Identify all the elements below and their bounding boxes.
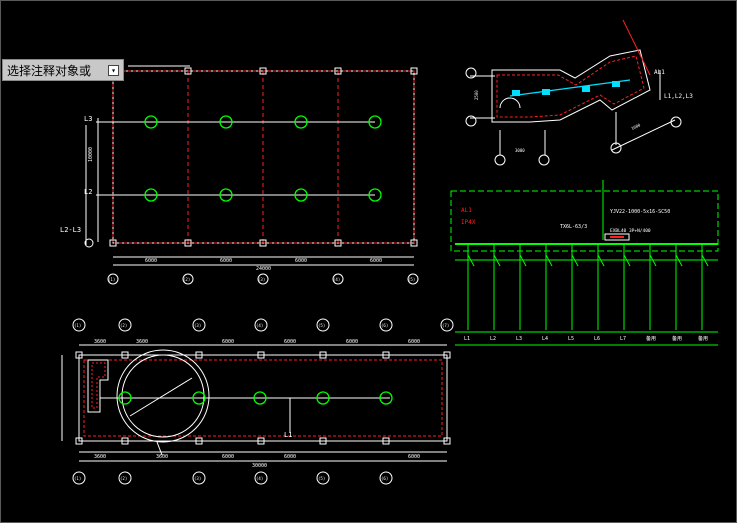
top-dim-3: 6000 (295, 258, 307, 264)
top-floor-plan (85, 65, 418, 266)
bottom-dim-top-5: 6000 (346, 339, 358, 345)
circuit-label: L1 (464, 336, 470, 342)
bottom-dim-top-2: 3600 (136, 339, 148, 345)
command-prompt-text: 选择注释对象或 (7, 63, 92, 78)
panel-cable: YJV22-1000-5x16-SC50 (610, 209, 670, 215)
column-marker (257, 351, 265, 359)
bottom-dim-bottom-4: 6000 (284, 454, 296, 460)
bottom-axis-bottom-5: (5) (318, 476, 325, 481)
top-side-dim: 10000 (88, 147, 94, 162)
column-marker (382, 351, 390, 359)
branch-breaker-symbol (623, 254, 631, 267)
bottom-dim-bottom-3: 6000 (222, 454, 234, 460)
column-marker (75, 351, 83, 359)
branch-breaker-symbol (519, 254, 527, 267)
bottom-axis-bottom-3: (3) (194, 476, 201, 481)
top-axis-5: (5) (408, 277, 415, 282)
circuit-label: L3 (516, 336, 522, 342)
top-row-label-l3: L3 (84, 115, 92, 123)
circuit-label: 备用 (698, 335, 708, 342)
branch-breaker-symbol (545, 254, 553, 267)
panel-name: AL1 (461, 207, 472, 214)
distribution-panel-schematic (450, 180, 719, 346)
column-marker (319, 437, 327, 445)
bottom-line-label: L1 (284, 431, 292, 439)
panel-isolator: EXBL40 3P+N/400 (610, 228, 651, 234)
branch-breaker-symbol (701, 254, 709, 267)
bottom-dim-bottom-2: 3600 (156, 454, 168, 460)
bottom-plan-axis-bubbles (72, 318, 454, 485)
bottom-axis-bottom-2: (2) (120, 476, 127, 481)
bottom-axis-bottom-1: (1) (74, 476, 81, 481)
annotation-command-prompt[interactable]: 选择注释对象或 ▾ (2, 59, 124, 81)
bottom-axis-top-6: (6) (381, 323, 388, 328)
top-axis-4: (4) (333, 277, 340, 282)
bottom-axis-bottom-4: (4) (256, 476, 263, 481)
bottom-plan-columns (75, 351, 451, 445)
branch-breaker-symbol (467, 254, 475, 267)
top-row-label-l2: L2 (84, 188, 92, 196)
column-marker (443, 437, 451, 445)
branch-breaker-symbol (675, 254, 683, 267)
top-axis-1: (1) (108, 277, 115, 282)
bottom-dim-top-4: 6000 (284, 339, 296, 345)
bottom-floor-plan (61, 344, 448, 462)
column-marker (121, 351, 129, 359)
command-dropdown-button[interactable]: ▾ (108, 64, 119, 76)
column-marker (195, 437, 203, 445)
bottom-axis-top-5: (5) (318, 323, 325, 328)
top-dim-4: 6000 (370, 258, 382, 264)
top-row-label-l2-l3: L2-L3 (60, 226, 81, 234)
column-marker (319, 351, 327, 359)
bottom-axis-top-2: (2) (120, 323, 127, 328)
bottom-plan-lights (118, 391, 393, 405)
top-plan-lights (144, 115, 382, 202)
detail-label-lines: L1,L2,L3 (664, 93, 693, 100)
top-dim-1: 6000 (145, 258, 157, 264)
top-plan-axis-bubbles (84, 238, 419, 285)
circuit-label: L4 (542, 336, 548, 342)
column-marker (75, 437, 83, 445)
bottom-axis-top-3: (3) (194, 323, 201, 328)
top-axis-3: (3) (258, 277, 265, 282)
detail-dim-1: 2500 (474, 90, 479, 100)
bottom-axis-top-4: (4) (256, 323, 263, 328)
panel-branch-circuits (467, 244, 709, 330)
bottom-dim-top-1: 3600 (94, 339, 106, 345)
bottom-dim-bottom-5: 6000 (408, 454, 420, 460)
circuit-label: L6 (594, 336, 600, 342)
branch-breaker-symbol (649, 254, 657, 267)
room-detail (465, 19, 682, 166)
branch-breaker-symbol (597, 254, 605, 267)
circuit-label: L5 (568, 336, 574, 342)
circuit-label: L2 (490, 336, 496, 342)
detail-dim-2: 3000 (515, 148, 525, 153)
top-axis-2: (2) (183, 277, 190, 282)
bottom-dim-bottom-1: 3600 (94, 454, 106, 460)
top-dim-total: 24000 (256, 266, 271, 272)
branch-breaker-symbol (493, 254, 501, 267)
bottom-dim-top-3: 6000 (222, 339, 234, 345)
circuit-label: 备用 (672, 335, 682, 342)
circuit-label: 备用 (646, 335, 656, 342)
bottom-axis-top-1: (1) (74, 323, 81, 328)
column-marker (443, 351, 451, 359)
bottom-dim-total: 30000 (252, 463, 267, 469)
column-marker (257, 437, 265, 445)
column-marker (195, 351, 203, 359)
column-marker (382, 437, 390, 445)
bottom-axis-top-7: (7) (442, 323, 449, 328)
top-dim-2: 6000 (220, 258, 232, 264)
circuit-label: L7 (620, 336, 626, 342)
branch-breaker-symbol (571, 254, 579, 267)
panel-main-breaker: TX6L-63/3 (560, 224, 587, 230)
bottom-dim-top-6: 6000 (408, 339, 420, 345)
detail-dim-3: 1600 (630, 122, 641, 131)
bottom-axis-bottom-6: (6) (381, 476, 388, 481)
panel-protection: IP4X (461, 219, 476, 226)
column-marker (121, 437, 129, 445)
detail-label-al1: AL1 (654, 69, 665, 76)
